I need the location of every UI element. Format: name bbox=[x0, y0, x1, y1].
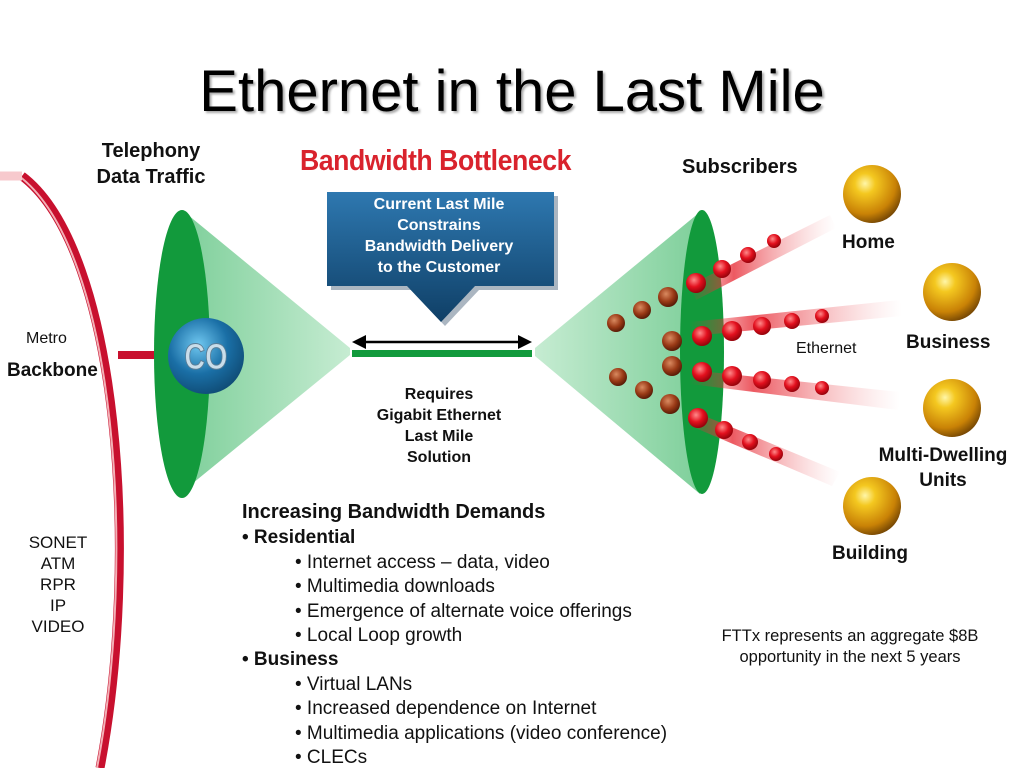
multi-dwelling-line2: Units bbox=[919, 470, 967, 491]
co-label: CO bbox=[184, 336, 227, 377]
home-sphere bbox=[843, 165, 901, 223]
callout-line: Bandwidth Delivery bbox=[364, 238, 514, 255]
callout-line: Current Last Mile bbox=[373, 196, 505, 213]
multi-dwelling-sphere bbox=[923, 379, 981, 437]
callout-line: Constrains bbox=[397, 217, 481, 234]
bottleneck-title: Bandwidth Bottleneck bbox=[300, 145, 571, 177]
requirement-line: Solution bbox=[407, 449, 471, 466]
multi-dwelling-line1: Multi-Dwelling bbox=[878, 445, 1008, 466]
left-cone bbox=[182, 210, 350, 492]
telephony-label-line2: Data Traffic bbox=[96, 166, 206, 188]
co-sphere bbox=[168, 318, 244, 394]
business-label: Business bbox=[906, 332, 991, 353]
business-item: • Virtual LANs bbox=[295, 673, 413, 695]
metro-protocol-list: SONET ATM RPR IP VIDEO bbox=[26, 532, 90, 637]
building-label: Building bbox=[832, 543, 908, 564]
callout-box bbox=[327, 192, 558, 326]
demands-heading: Increasing Bandwidth Demands bbox=[242, 501, 546, 523]
protocol-item: ATM bbox=[40, 554, 76, 573]
last-mile-pipe bbox=[352, 350, 532, 357]
requirement-line: Gigabit Ethernet bbox=[376, 407, 502, 424]
business-category-label: • Business bbox=[242, 649, 339, 671]
business-item: • Multimedia applications (video confere… bbox=[295, 722, 668, 744]
requirement-line: Last Mile bbox=[404, 428, 474, 445]
subscribers-heading: Subscribers bbox=[682, 156, 798, 178]
protocol-item: RPR bbox=[40, 575, 76, 594]
residential-item: • Multimedia downloads bbox=[295, 576, 495, 598]
multi-dwelling-label: Multi-Dwelling Units bbox=[866, 443, 1020, 493]
protocol-item: VIDEO bbox=[31, 617, 85, 636]
backbone-label: Backbone bbox=[7, 360, 98, 381]
slide-title: Ethernet in the Last Mile bbox=[199, 59, 825, 124]
subscriber-links bbox=[607, 215, 902, 486]
business-item: • CLECs bbox=[295, 747, 368, 769]
metro-label: Metro bbox=[26, 330, 67, 347]
residential-item: • Emergence of alternate voice offerings bbox=[295, 600, 632, 622]
requirement-line: Requires bbox=[404, 386, 474, 403]
ethernet-label: Ethernet bbox=[796, 340, 857, 357]
building-sphere bbox=[843, 477, 901, 535]
metro-backbone-ring bbox=[19, 172, 124, 768]
protocol-item: SONET bbox=[28, 533, 88, 552]
fttx-note-line2: opportunity in the next 5 years bbox=[739, 648, 961, 666]
telephony-label-line1: Telephony bbox=[101, 140, 201, 162]
requirement-text: Requires Gigabit Ethernet Last Mile Solu… bbox=[358, 384, 520, 468]
residential-label: • Residential bbox=[242, 527, 356, 549]
business-sphere bbox=[923, 263, 981, 321]
right-cone-ellipse bbox=[680, 210, 724, 494]
home-label: Home bbox=[842, 232, 895, 253]
fttx-note-line1: FTTx represents an aggregate $8B bbox=[721, 627, 979, 645]
callout-text: Current Last Mile Constrains Bandwidth D… bbox=[332, 194, 546, 278]
callout-line: to the Customer bbox=[377, 259, 501, 276]
residential-item: • Internet access – data, video bbox=[295, 551, 550, 573]
fttx-note: FTTx represents an aggregate $8B opportu… bbox=[700, 626, 1000, 668]
backbone-connector bbox=[118, 351, 178, 359]
business-item: • Increased dependence on Internet bbox=[295, 698, 597, 720]
telephony-label: Telephony Data Traffic bbox=[82, 138, 220, 190]
right-cone bbox=[535, 212, 700, 494]
bandwidth-demands-list: Increasing Bandwidth Demands • Residenti… bbox=[242, 500, 667, 770]
protocol-item: IP bbox=[49, 596, 67, 615]
residential-item: • Local Loop growth bbox=[295, 625, 463, 647]
